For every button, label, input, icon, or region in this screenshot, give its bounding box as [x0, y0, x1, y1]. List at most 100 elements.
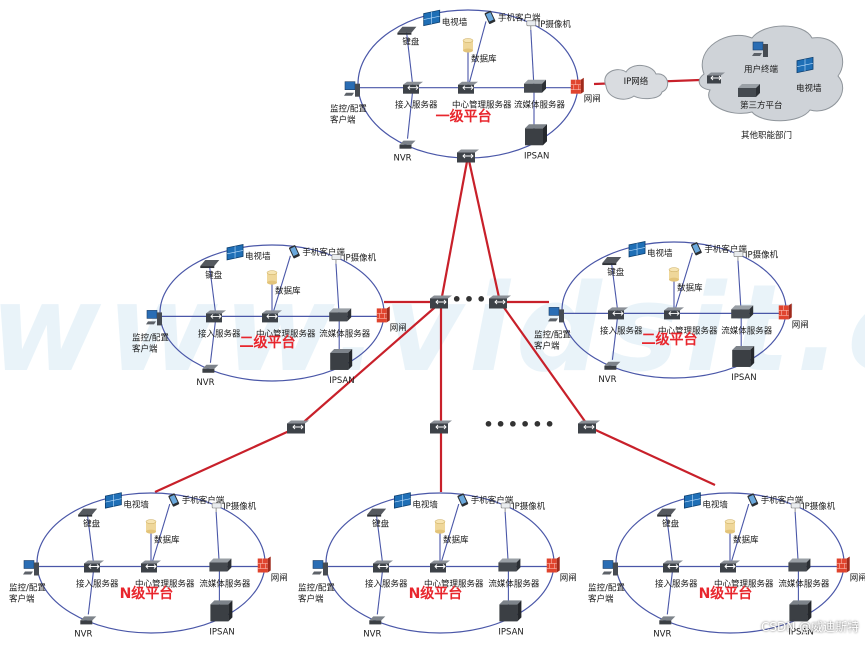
keyboard-edge [657, 514, 672, 517]
platform-level2-right: 键盘电视墙手机客户端IP摄像机数据库接入服务器中心管理服务器流媒体服务器网闸监控… [534, 240, 809, 385]
link-keyboard [208, 263, 217, 317]
switch-icon [430, 295, 452, 309]
storage-side [517, 600, 522, 622]
server-top [209, 558, 232, 563]
switch-arrows [583, 424, 595, 430]
link-nvr [376, 566, 384, 615]
switch-arrows [724, 564, 736, 569]
switch-top [373, 560, 393, 564]
server-top [738, 84, 760, 88]
keyboard-edge [367, 514, 382, 517]
nvr-front [202, 368, 215, 373]
pc-icon [548, 307, 564, 323]
nvr-top [604, 361, 621, 366]
storage-body [732, 349, 751, 367]
switch-top [707, 72, 725, 76]
pc-tower [323, 562, 328, 576]
tv-wall-icon [423, 9, 441, 27]
db-top [434, 519, 446, 524]
switch-icon [608, 307, 628, 320]
storage-top [499, 600, 522, 605]
nvr-icon [202, 364, 219, 373]
label-monitor-client-2: 客户端 [588, 594, 614, 605]
db-top [724, 519, 736, 524]
label-monitor-client-2: 客户端 [298, 594, 324, 605]
label-gateway: 网闸 [390, 323, 407, 333]
keyboard-top [657, 508, 677, 515]
link-camera [504, 511, 509, 567]
switch-arrows [667, 564, 679, 569]
switch-arrows [494, 299, 506, 305]
server-front [524, 83, 542, 93]
db-bottom [435, 529, 445, 534]
label-access-server: 接入服务器 [76, 579, 119, 590]
camera-icon [331, 254, 342, 264]
label-streaming-server: 流媒体服务器 [721, 325, 773, 336]
departments-cloud [698, 25, 844, 122]
label-mobile-client: 手机客户端 [182, 495, 225, 506]
switch-icon [287, 420, 309, 434]
server-front [209, 562, 228, 572]
label-ip-camera: IP摄像机 [538, 19, 572, 30]
label-keyboard: 键盘 [607, 267, 625, 278]
label-central-mgmt: 中心管理服务器 [714, 579, 774, 590]
link-nvr [406, 87, 414, 139]
switch-icon [141, 560, 161, 573]
pc-keyboard [602, 571, 612, 575]
nvr-front [369, 620, 382, 625]
switch-icon [578, 420, 600, 434]
storage-icon [732, 345, 755, 367]
switch-arrows [145, 564, 157, 569]
pc-monitor [548, 307, 560, 316]
link-b-to-n3 [588, 426, 716, 486]
db-bottom [463, 48, 473, 53]
label-database: 数据库 [443, 535, 469, 546]
camera-body [790, 502, 801, 509]
firewall-bricks [376, 308, 387, 319]
server-side [756, 84, 760, 97]
label-keyboard: 键盘 [402, 37, 420, 48]
switch-top [84, 560, 104, 564]
storage-body [789, 604, 808, 622]
switch-top [430, 560, 450, 564]
label-ip-camera: IP摄像机 [223, 501, 257, 512]
label-database: 数据库 [154, 535, 180, 546]
db-body [669, 269, 679, 280]
pc-icon [312, 560, 328, 576]
switch-top [430, 295, 452, 299]
firewall-bricks [778, 305, 789, 316]
firewall-icon [778, 303, 792, 320]
switch-body [663, 563, 679, 573]
label-nvr: NVR [653, 629, 671, 639]
server-front [498, 562, 517, 572]
switch-top [489, 295, 511, 299]
switch-top [720, 560, 740, 564]
keyboard-icon [602, 257, 622, 266]
switch-body [373, 563, 389, 573]
switch-icon [720, 560, 740, 573]
server-front [731, 309, 750, 319]
firewall-bricks [257, 558, 268, 569]
switch-body [430, 563, 446, 573]
server-side [347, 308, 352, 322]
label-monitor-client-1: 监控/配置 [534, 329, 571, 340]
label-third-party: 第三方平台 [740, 100, 783, 111]
server-top [524, 79, 546, 84]
switch-top [287, 420, 309, 424]
server-side [806, 558, 811, 572]
phone-icon [289, 245, 300, 259]
label-monitor-client-1: 监控/配置 [9, 583, 46, 594]
label-mobile-client: 手机客户端 [302, 247, 345, 258]
phone-icon [691, 242, 702, 256]
label-access-server: 接入服务器 [395, 100, 438, 111]
phone-icon [168, 493, 180, 507]
platform-title: N级平台 [120, 585, 174, 602]
label-ipsan: IPSAN [731, 373, 756, 383]
label-mobile-client: 手机客户端 [471, 495, 514, 506]
firewall-body [836, 558, 847, 573]
tv-wall-icon [393, 492, 411, 509]
db-body [146, 521, 156, 532]
storage-top [525, 124, 547, 129]
switch-arrows [434, 564, 446, 569]
